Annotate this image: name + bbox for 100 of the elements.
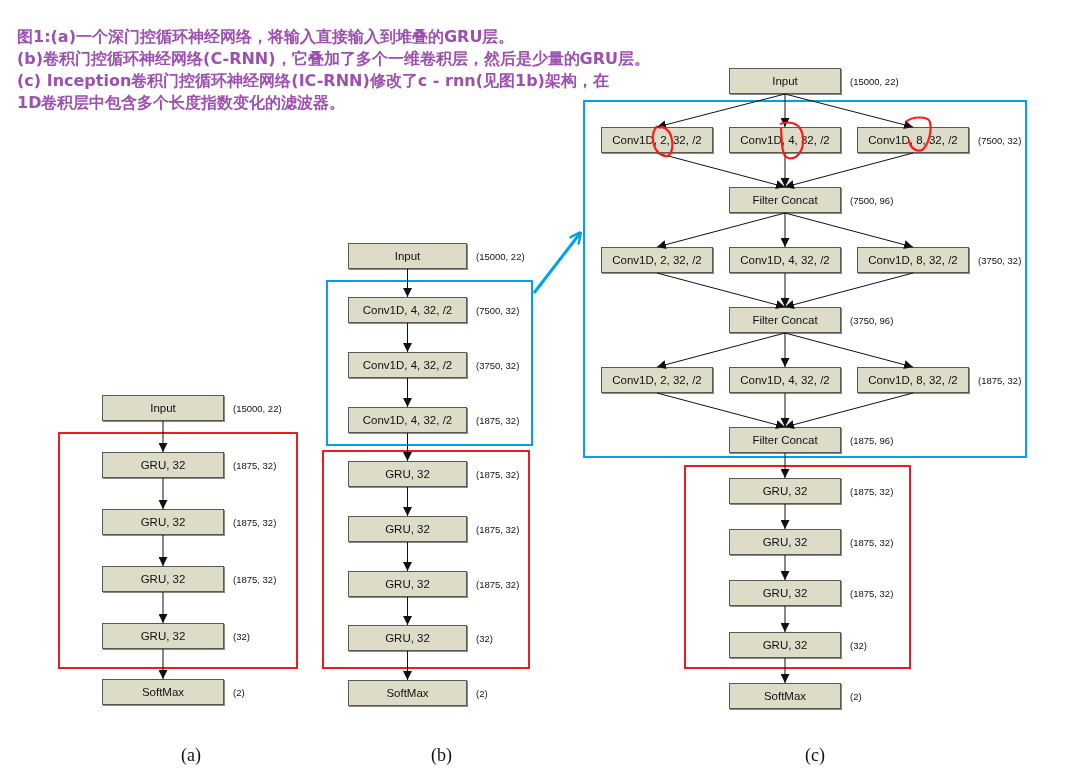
arrow bbox=[780, 503, 790, 530]
arrow bbox=[656, 93, 786, 130]
arrow bbox=[158, 534, 168, 567]
shape-label: (32) bbox=[476, 632, 493, 644]
arrow bbox=[784, 332, 914, 370]
shape-label: (32) bbox=[850, 639, 867, 651]
arrow bbox=[532, 230, 583, 294]
layer-box: Conv1D, 4, 32, /2 bbox=[348, 407, 467, 433]
shape-label: (3750, 32) bbox=[476, 359, 520, 371]
shape-label: (15000, 22) bbox=[850, 75, 899, 87]
layer-box: GRU, 32 bbox=[729, 529, 841, 555]
arrow bbox=[656, 332, 786, 370]
layer-box: Filter Concat bbox=[729, 307, 841, 333]
arrow bbox=[158, 477, 168, 510]
layer-box: GRU, 32 bbox=[729, 632, 841, 658]
arrow bbox=[784, 392, 914, 430]
arrow bbox=[403, 650, 412, 681]
shape-label: (1875, 32) bbox=[476, 468, 520, 480]
arrow bbox=[158, 648, 168, 680]
arrow bbox=[784, 212, 914, 250]
arrow bbox=[780, 554, 790, 581]
shape-label: (7500, 32) bbox=[978, 134, 1022, 146]
layer-box: Conv1D, 8, 32, /2 bbox=[857, 247, 969, 273]
layer-box: Conv1D, 2, 32, /2 bbox=[601, 367, 713, 393]
arrow bbox=[780, 452, 790, 479]
layer-box: Conv1D, 4, 32, /2 bbox=[729, 247, 841, 273]
shape-label: (1875, 32) bbox=[850, 485, 894, 497]
figure-caption-text: 图1:(a)一个深门控循环神经网络，将输入直接输入到堆叠的GRU层。 bbox=[17, 26, 515, 48]
shape-label: (2) bbox=[476, 687, 488, 699]
shape-label: (1875, 32) bbox=[476, 523, 520, 535]
layer-box: Filter Concat bbox=[729, 427, 841, 453]
arrow bbox=[780, 605, 790, 633]
layer-box: GRU, 32 bbox=[348, 516, 467, 542]
layer-box: Conv1D, 2, 32, /2 bbox=[601, 247, 713, 273]
panel-label: (a) bbox=[181, 745, 201, 766]
shape-label: (1875, 32) bbox=[233, 516, 277, 528]
layer-box: SoftMax bbox=[102, 679, 224, 705]
shape-label: (7500, 96) bbox=[850, 194, 894, 206]
layer-box: Input bbox=[102, 395, 224, 421]
panel-label: (c) bbox=[805, 745, 825, 766]
arrow bbox=[784, 93, 914, 130]
layer-box: GRU, 32 bbox=[102, 509, 224, 535]
figure-caption-text: (b)卷积门控循环神经网络(C-RNN)，它叠加了多个一维卷积层，然后是少量的GRU层。 bbox=[17, 48, 650, 70]
layer-box: SoftMax bbox=[729, 683, 841, 709]
arrow bbox=[780, 212, 790, 248]
shape-label: (3750, 96) bbox=[850, 314, 894, 326]
layer-box: Input bbox=[729, 68, 841, 94]
layer-box: Conv1D, 4, 32, /2 bbox=[729, 367, 841, 393]
shape-label: (2) bbox=[850, 690, 862, 702]
group-frame bbox=[684, 465, 911, 669]
arrow bbox=[656, 152, 786, 190]
shape-label: (3750, 32) bbox=[978, 254, 1022, 266]
group-frame bbox=[583, 100, 1027, 458]
layer-box: GRU, 32 bbox=[102, 566, 224, 592]
layer-box: GRU, 32 bbox=[729, 478, 841, 504]
arrow bbox=[656, 392, 786, 430]
shape-label: (1875, 96) bbox=[850, 434, 894, 446]
shape-label: (15000, 22) bbox=[476, 250, 525, 262]
shape-label: (1875, 32) bbox=[476, 414, 520, 426]
shape-label: (1875, 32) bbox=[850, 536, 894, 548]
panel-label: (b) bbox=[431, 745, 452, 766]
shape-label: (2) bbox=[233, 686, 245, 698]
shape-label: (1875, 32) bbox=[978, 374, 1022, 386]
layer-box: GRU, 32 bbox=[102, 452, 224, 478]
group-frame bbox=[58, 432, 298, 669]
arrow bbox=[780, 332, 790, 368]
arrow bbox=[403, 268, 412, 298]
arrow bbox=[784, 152, 914, 190]
arrow bbox=[780, 272, 790, 308]
arrow bbox=[656, 272, 786, 310]
layer-box: Conv1D, 8, 32, /2 bbox=[857, 127, 969, 153]
layer-box: Conv1D, 4, 32, /2 bbox=[348, 352, 467, 378]
arrow bbox=[158, 420, 168, 453]
layer-box: Input bbox=[348, 243, 467, 269]
arrow bbox=[780, 152, 790, 188]
arrow bbox=[158, 591, 168, 624]
layer-box: GRU, 32 bbox=[729, 580, 841, 606]
arrow bbox=[403, 377, 412, 408]
arrow bbox=[403, 596, 412, 626]
arrow bbox=[784, 272, 914, 310]
shape-label: (1875, 32) bbox=[850, 587, 894, 599]
shape-label: (1875, 32) bbox=[476, 578, 520, 590]
shape-label: (15000, 22) bbox=[233, 402, 282, 414]
layer-box: Conv1D, 8, 32, /2 bbox=[857, 367, 969, 393]
layer-box: GRU, 32 bbox=[348, 461, 467, 487]
arrow bbox=[656, 212, 786, 250]
arrow bbox=[780, 93, 790, 128]
group-frame bbox=[322, 450, 530, 669]
figure-caption-text: (c) Inception卷积门控循环神经网络(IC-RNN)修改了c - rnn(见图1b)架构，在1D卷积层中包含多个长度指数变化的滤波器。 bbox=[17, 70, 610, 114]
group-frame bbox=[326, 280, 533, 446]
shape-label: (1875, 32) bbox=[233, 459, 277, 471]
arrow bbox=[403, 486, 412, 517]
shape-label: (32) bbox=[233, 630, 250, 642]
layer-box: GRU, 32 bbox=[102, 623, 224, 649]
arrow bbox=[780, 657, 790, 684]
arrow bbox=[780, 392, 790, 428]
layer-box: Filter Concat bbox=[729, 187, 841, 213]
layer-box: GRU, 32 bbox=[348, 625, 467, 651]
arrow bbox=[403, 322, 412, 353]
shape-label: (1875, 32) bbox=[233, 573, 277, 585]
